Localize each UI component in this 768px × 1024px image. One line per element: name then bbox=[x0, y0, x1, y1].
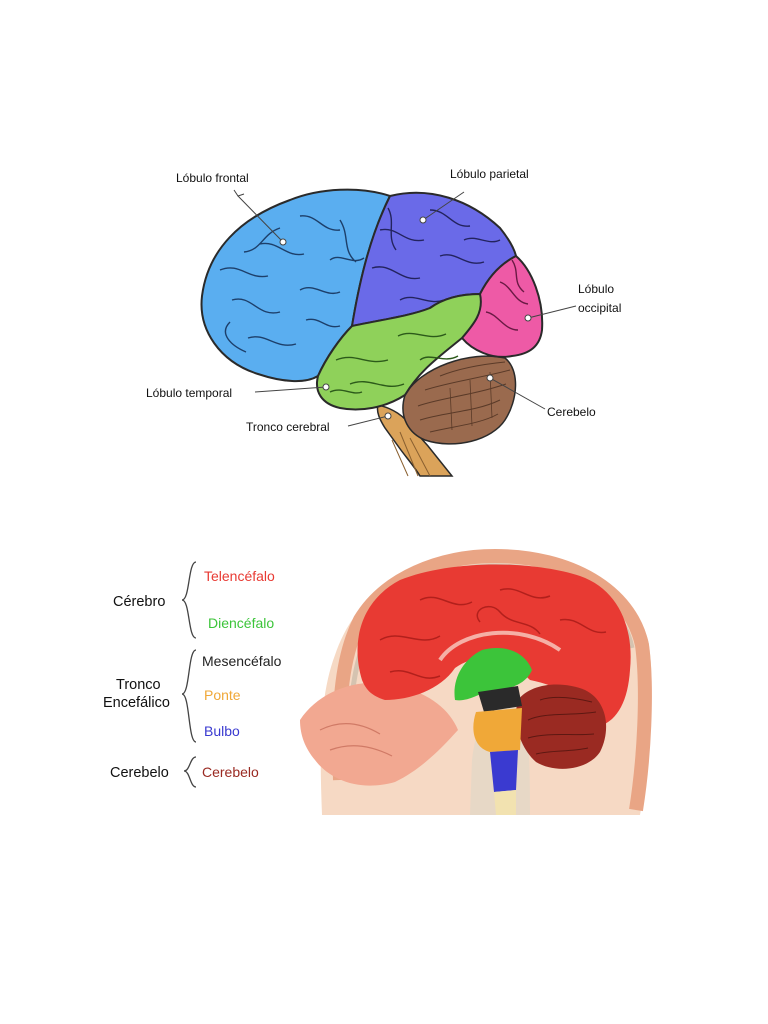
group-label-cerebro: Cérebro bbox=[113, 594, 165, 610]
label-brainstem: Tronco cerebral bbox=[246, 420, 330, 434]
part-label-telencefalo: Telencéfalo bbox=[204, 568, 275, 584]
medulla-region bbox=[490, 750, 518, 792]
label-occipital-lobe-line1: Lóbulo bbox=[578, 282, 614, 296]
pons-region bbox=[473, 708, 522, 752]
label-parietal-lobe: Lóbulo parietal bbox=[450, 167, 529, 181]
part-label-mesencefalo: Mesencéfalo bbox=[202, 653, 282, 669]
lateral-brain-diagram: Lóbulo frontal Lóbulo parietal Lóbulo oc… bbox=[140, 160, 640, 480]
label-temporal-lobe: Lóbulo temporal bbox=[146, 386, 232, 400]
sagittal-brain-diagram: Cérebro Tronco Encefálico Cerebelo Telen… bbox=[100, 545, 655, 815]
part-label-diencefalo: Diencéfalo bbox=[208, 615, 274, 631]
group-label-tronco-line2: Encefálico bbox=[103, 695, 170, 711]
label-frontal-lobe: Lóbulo frontal bbox=[176, 171, 249, 185]
part-label-bulbo: Bulbo bbox=[204, 723, 240, 739]
label-occipital-lobe-line2: occipital bbox=[578, 301, 621, 315]
part-label-ponte: Ponte bbox=[204, 687, 241, 703]
group-label-cerebelo: Cerebelo bbox=[110, 765, 169, 781]
legend-braces bbox=[182, 562, 196, 787]
part-label-cerebelo: Cerebelo bbox=[202, 764, 259, 780]
group-label-tronco-line1: Tronco bbox=[116, 677, 161, 693]
label-cerebellum: Cerebelo bbox=[547, 405, 596, 419]
